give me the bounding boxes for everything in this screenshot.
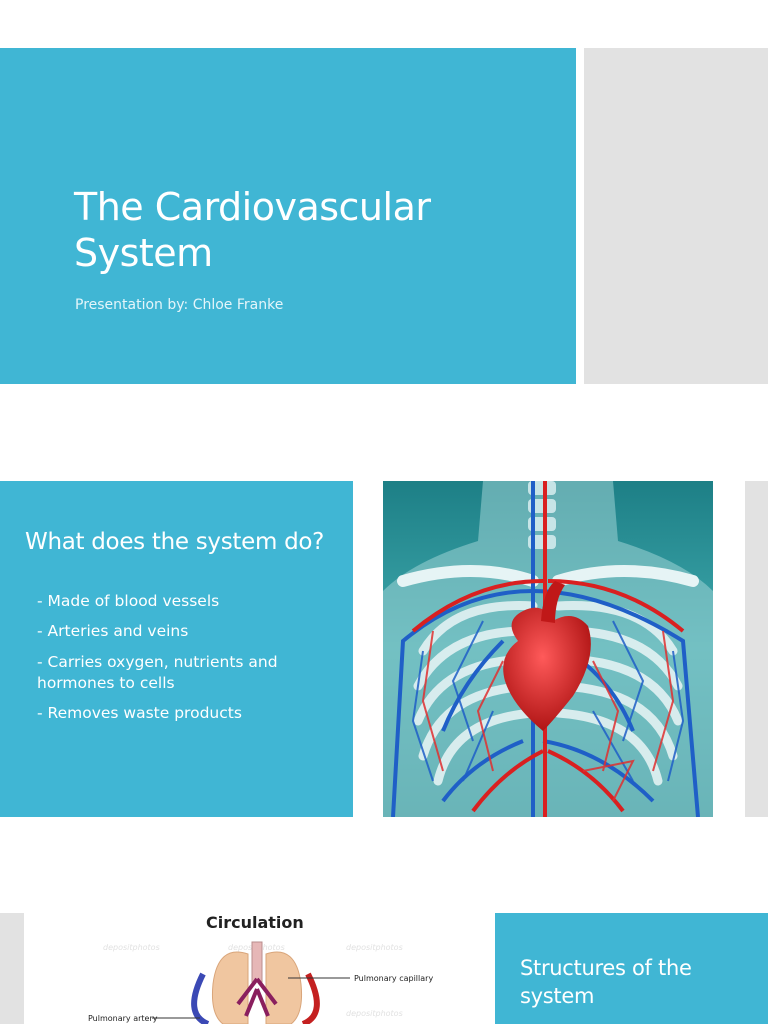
bullet-item: - Made of blood vessels (37, 592, 220, 610)
slide-placeholder (584, 48, 768, 384)
heart-illustration (383, 481, 713, 817)
watermark-text: depositphotos (346, 943, 403, 952)
watermark-text: depositphotos (346, 1009, 403, 1018)
slide-heading: What does the system do? (25, 529, 325, 555)
heart-circulatory-icon (383, 481, 713, 817)
diagram-title: Circulation (206, 913, 304, 932)
bullet-item: - Arteries and veins (37, 622, 189, 640)
slide-placeholder (745, 481, 768, 817)
content-slide[interactable] (0, 481, 353, 817)
title-slide[interactable] (0, 48, 576, 384)
presentation-subtitle: Presentation by: Chloe Franke (75, 297, 284, 313)
presentation-title: The Cardiovascular System (74, 185, 431, 275)
slide-placeholder (0, 913, 24, 1024)
bullet-item: - Removes waste products (37, 704, 242, 722)
content-slide[interactable] (495, 913, 768, 1024)
circulation-diagram: depositphotos depositphotos depositphoto… (88, 904, 433, 1024)
lungs-diagram-icon: depositphotos depositphotos depositphoto… (88, 904, 433, 1024)
watermark-text: depositphotos (103, 943, 160, 952)
label-pulmonary-capillary: Pulmonary capillary (354, 974, 433, 983)
label-pulmonary-artery: Pulmonary artery (88, 1014, 158, 1023)
slide-heading: Structures of the system (520, 956, 692, 1008)
bullet-item: - Carries oxygen, nutrients and hormones… (37, 653, 278, 692)
